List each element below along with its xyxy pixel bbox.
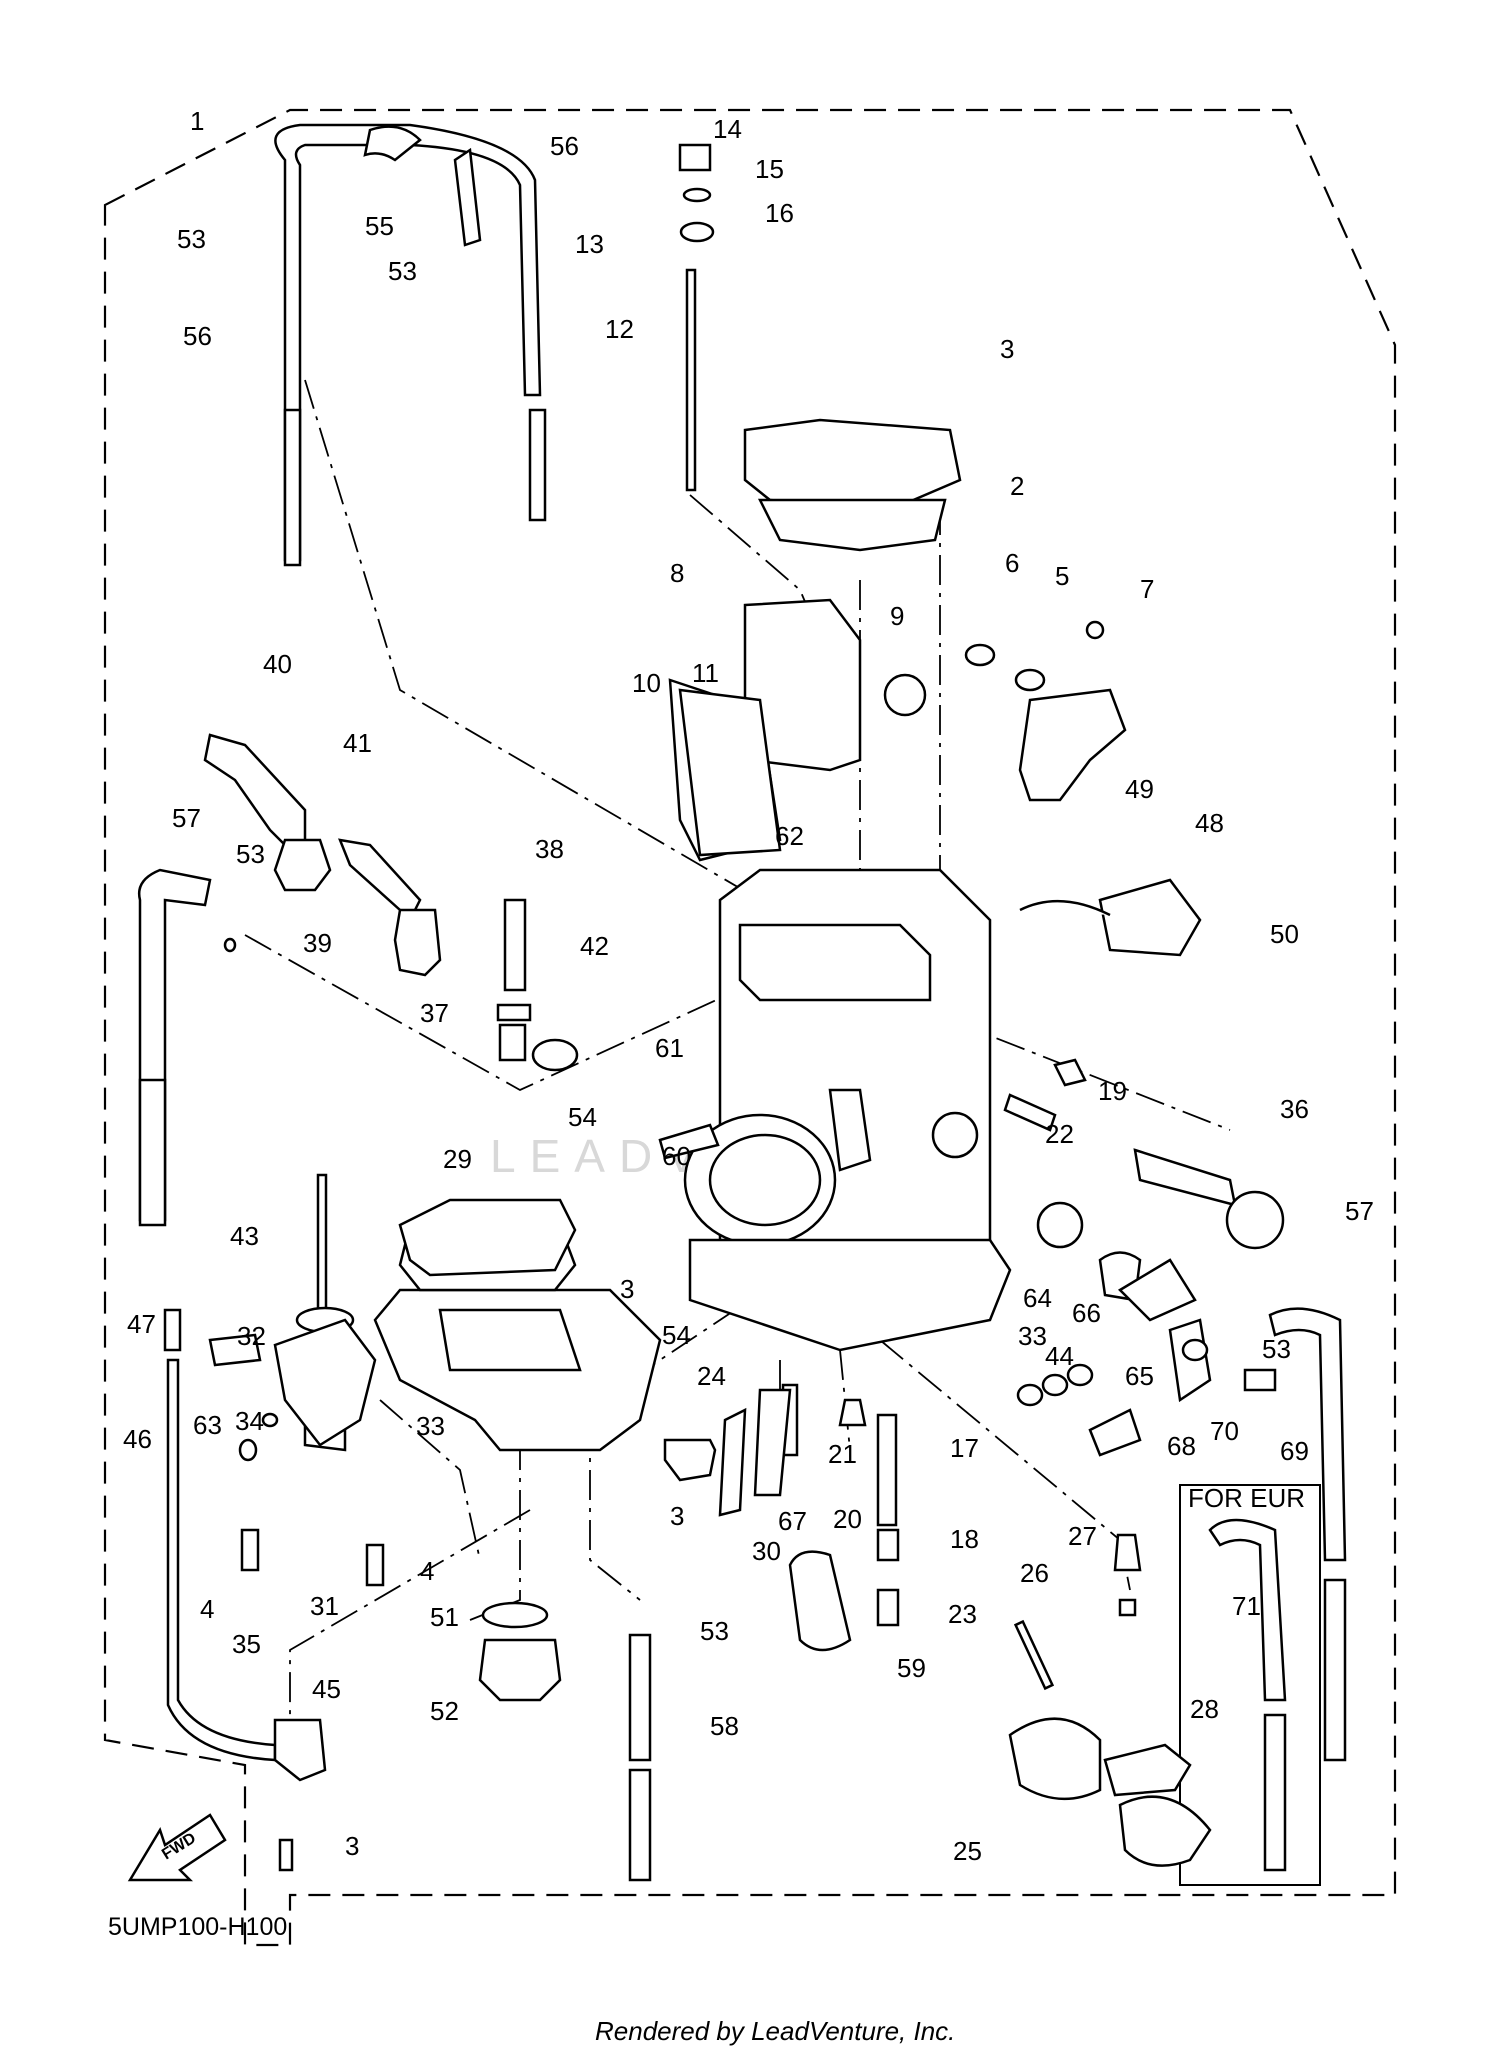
callout-42: 42 [580, 931, 609, 961]
callout-70: 70 [1210, 1416, 1239, 1446]
callout-71: 71 [1232, 1591, 1261, 1621]
callout-12: 12 [605, 314, 634, 344]
callout-30: 30 [752, 1536, 781, 1566]
callout-3b: 3 [620, 1274, 634, 1304]
callout-20: 20 [833, 1504, 862, 1534]
lower-right-parts [663, 1383, 1212, 1867]
render-credit: Rendered by LeadVenture, Inc. [595, 2016, 955, 2046]
callout-36: 36 [1280, 1094, 1309, 1124]
callout-62: 62 [775, 821, 804, 851]
callout-53c: 53 [236, 839, 265, 869]
callout-32: 32 [237, 1321, 266, 1351]
fwd-arrow: FWD [127, 1813, 227, 1882]
callout-6: 6 [1005, 548, 1019, 578]
callout-54a: 54 [568, 1102, 597, 1132]
callout-59: 59 [897, 1653, 926, 1683]
assembly-boundary [103, 108, 1397, 1947]
fittings-group [203, 733, 579, 1072]
callout-35: 35 [232, 1629, 261, 1659]
callout-68: 68 [1167, 1431, 1196, 1461]
callout-26: 26 [1020, 1558, 1049, 1588]
callout-45: 45 [312, 1674, 341, 1704]
callout-23: 23 [948, 1599, 977, 1629]
callout-13: 13 [575, 229, 604, 259]
callout-19: 19 [1098, 1076, 1127, 1106]
callout-44: 44 [1045, 1341, 1074, 1371]
callout-60: 60 [662, 1141, 691, 1171]
callout-2: 2 [1010, 471, 1024, 501]
breather-hoses [137, 123, 1347, 1882]
callout-27: 27 [1068, 1521, 1097, 1551]
for-eur-box [1179, 1484, 1321, 1886]
callout-37: 37 [420, 998, 449, 1028]
callout-56a: 56 [550, 131, 579, 161]
callout-65: 65 [1125, 1361, 1154, 1391]
callout-25: 25 [953, 1836, 982, 1866]
callout-63: 63 [193, 1410, 222, 1440]
callout-34: 34 [235, 1406, 264, 1436]
diagram-code: 5UMP100-H100 [108, 1913, 287, 1941]
callout-46: 46 [123, 1424, 152, 1454]
callout-43: 43 [230, 1221, 259, 1251]
callout-1: 1 [190, 106, 204, 136]
callout-49: 49 [1125, 774, 1154, 804]
callout-55: 55 [365, 211, 394, 241]
callout-53a: 53 [177, 224, 206, 254]
callout-8: 8 [670, 558, 684, 588]
callout-3a: 3 [1000, 334, 1014, 364]
callout-57a: 57 [172, 803, 201, 833]
callout-10: 10 [632, 668, 661, 698]
callout-40: 40 [263, 649, 292, 679]
callout-56b: 56 [183, 321, 212, 351]
callout-24: 24 [697, 1361, 726, 1391]
callout-48: 48 [1195, 808, 1224, 838]
callout-16: 16 [765, 198, 794, 228]
callout-7: 7 [1140, 574, 1154, 604]
callout-53b: 53 [388, 256, 417, 286]
callout-53e: 53 [700, 1616, 729, 1646]
callout-31: 31 [310, 1591, 339, 1621]
callout-52: 52 [430, 1696, 459, 1726]
callout-57b: 57 [1345, 1196, 1374, 1226]
callout-58: 58 [710, 1711, 739, 1741]
callout-3c: 3 [670, 1501, 684, 1531]
callout-64: 64 [1023, 1283, 1052, 1313]
callout-61: 61 [655, 1033, 684, 1063]
callout-39: 39 [303, 928, 332, 958]
callout-18: 18 [950, 1524, 979, 1554]
callout-17: 17 [950, 1433, 979, 1463]
callout-28: 28 [1190, 1694, 1219, 1724]
callout-4b: 4 [200, 1594, 214, 1624]
callout-9: 9 [890, 601, 904, 631]
callout-33b: 33 [416, 1411, 445, 1441]
lower-left-parts [163, 1173, 562, 1872]
callout-29: 29 [443, 1144, 472, 1174]
gaskets [398, 688, 782, 1277]
callout-47: 47 [127, 1309, 156, 1339]
callout-21: 21 [828, 1439, 857, 1469]
callout-41: 41 [343, 728, 372, 758]
callout-50: 50 [1270, 919, 1299, 949]
callout-69: 69 [1280, 1436, 1309, 1466]
misc-parts [658, 620, 1285, 1457]
callout-54b: 54 [662, 1320, 691, 1350]
callout-66: 66 [1072, 1298, 1101, 1328]
callout-4a: 4 [420, 1556, 434, 1586]
callout-5: 5 [1055, 561, 1069, 591]
callout-22: 22 [1045, 1119, 1074, 1149]
callout-14: 14 [713, 114, 742, 144]
callout-67: 67 [778, 1506, 807, 1536]
for-eur-label: FOR EUR [1188, 1483, 1305, 1513]
carburetor-body [683, 868, 1012, 1352]
callout-3d: 3 [345, 1831, 359, 1861]
callout-38: 38 [535, 834, 564, 864]
callout-33a: 33 [1018, 1321, 1047, 1351]
callout-53d: 53 [1262, 1334, 1291, 1364]
callout-11: 11 [692, 658, 719, 688]
callout-51: 51 [430, 1602, 459, 1632]
callout-15: 15 [755, 154, 784, 184]
